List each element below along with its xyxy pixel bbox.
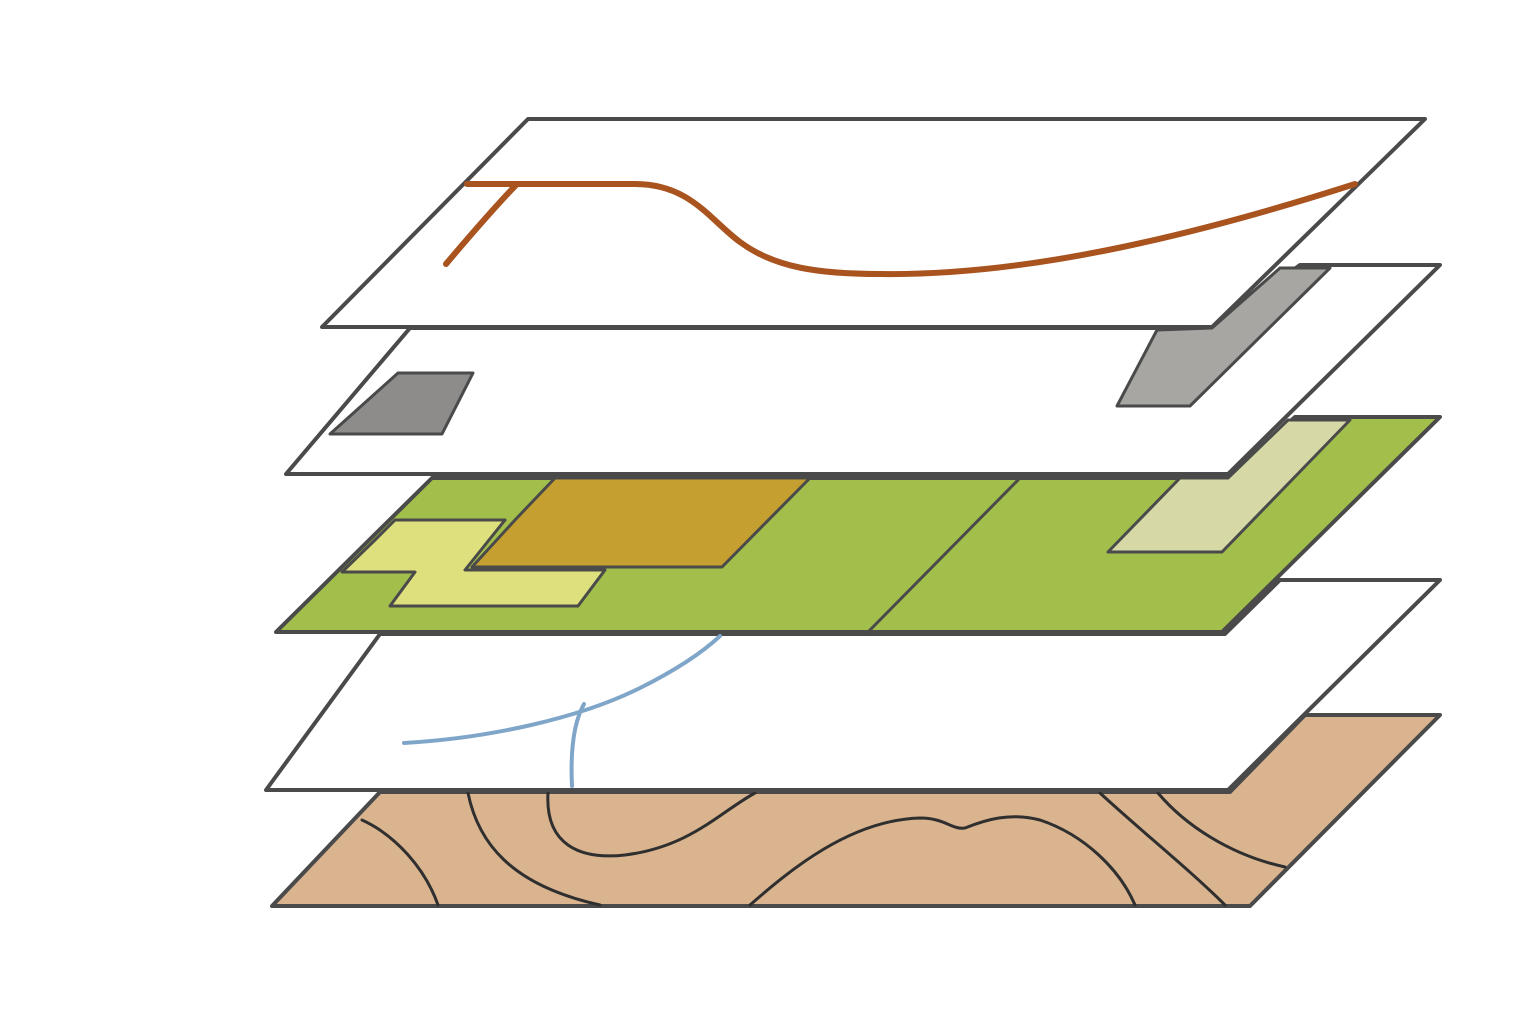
contour-line-1 [360, 818, 440, 907]
road-main [464, 181, 1358, 278]
contour-line-5 [1098, 791, 1227, 907]
terrain-plane [270, 713, 1442, 908]
terrain-layer [270, 713, 1442, 908]
contour-line-2 [466, 791, 602, 907]
roads-plane [320, 117, 1427, 329]
contour-line-4 [748, 815, 1137, 907]
parcel-light-yellow [340, 518, 607, 608]
contour-lines [360, 791, 1287, 907]
land-cover-layer [274, 415, 1442, 634]
parcel-boundaries [396, 476, 1022, 634]
river-tributary [569, 702, 586, 788]
roads-layer [320, 117, 1427, 329]
building-block-left [328, 371, 475, 436]
road-branch [443, 182, 519, 267]
boundary-middle [866, 476, 1022, 634]
road-lines [443, 181, 1358, 278]
buildings-layer [284, 263, 1442, 476]
contour-line-6 [1156, 791, 1287, 869]
river-lines [402, 634, 722, 788]
river-main [402, 634, 722, 745]
parcel-pale [1106, 418, 1352, 554]
parcel-ochre [470, 476, 812, 569]
contour-line-3 [546, 791, 757, 858]
